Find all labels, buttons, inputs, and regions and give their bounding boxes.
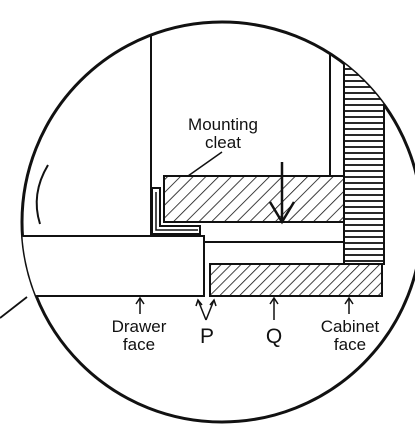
leader-line — [0, 296, 28, 319]
gap-q-arrow — [269, 296, 279, 320]
gap-p-label: P — [200, 325, 214, 348]
mounting-cleat-label-2: cleat — [205, 133, 241, 152]
gap-q-strip — [209, 263, 383, 297]
cabinet-face-label-2: face — [334, 335, 366, 354]
gap-p-arrows — [195, 298, 217, 321]
magnifier-circle — [20, 20, 415, 424]
cabinet-face-arrow — [344, 296, 354, 314]
mounting-cleat — [163, 175, 345, 223]
cabinet-face-label-1: Cabinet — [321, 317, 380, 336]
cabinet-stile — [343, 39, 385, 265]
gap-q-label: Q — [266, 325, 282, 348]
down-arrow-icon — [268, 162, 296, 225]
mounting-cleat-label-1: Mounting — [188, 115, 258, 134]
drawer-face-label-1: Drawer — [112, 317, 167, 336]
mounting-cleat-leader — [187, 151, 223, 177]
drawer-face-arrow — [135, 296, 145, 314]
drawer-face — [22, 235, 205, 297]
drawer-face-label-2: face — [123, 335, 155, 354]
drawer-side-curve — [35, 164, 49, 225]
